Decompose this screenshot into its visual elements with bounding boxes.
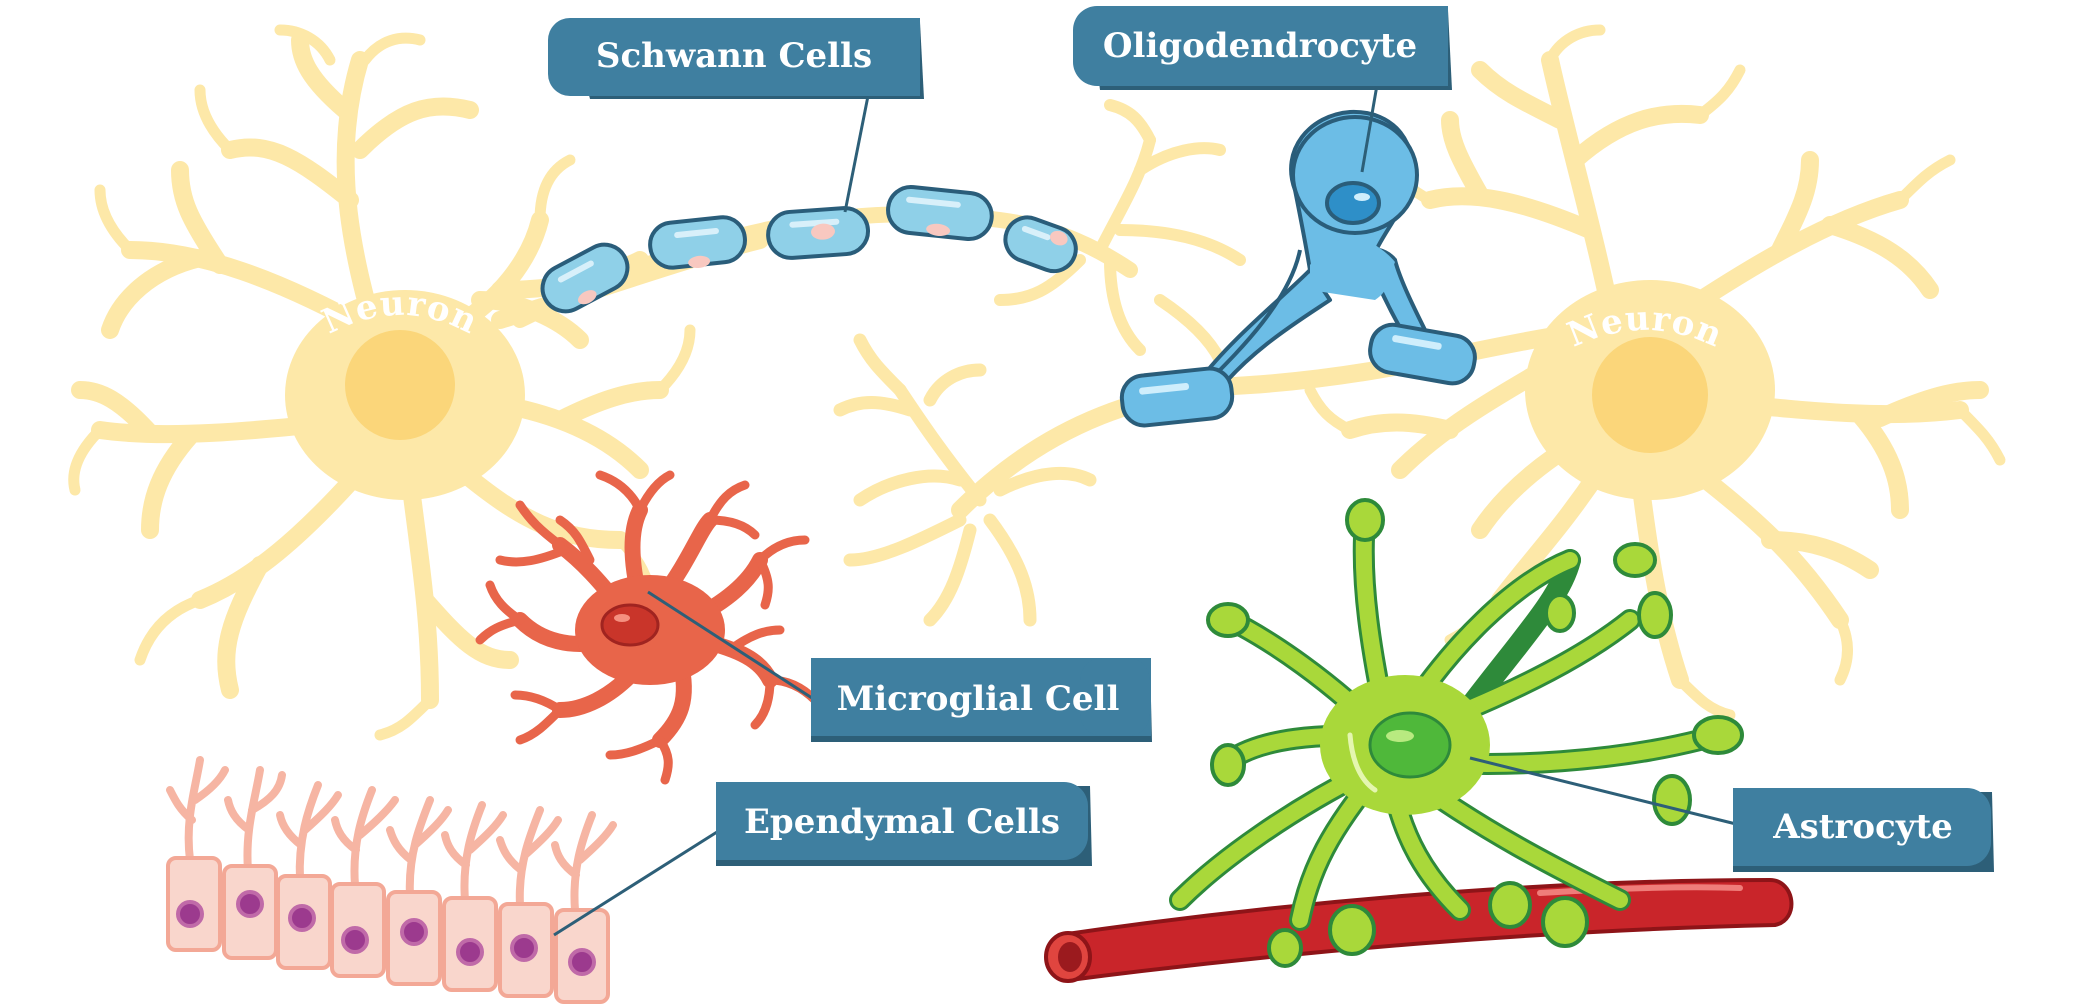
dendrite-cluster-top — [994, 99, 1246, 366]
blood-vessel — [1044, 877, 1794, 983]
svg-text:Ependymal Cells: Ependymal Cells — [744, 802, 1060, 842]
schwann-cells — [540, 184, 1078, 314]
label-ependymal-cells: Ependymal Cells — [716, 782, 1092, 866]
axon-lower — [951, 321, 1609, 519]
oligodendrocyte-cell — [1119, 109, 1477, 428]
ependymal-leader — [553, 830, 718, 937]
svg-text:Microglial Cell: Microglial Cell — [837, 679, 1120, 719]
label-oligodendrocyte: Oligodendrocyte — [1073, 6, 1452, 90]
label-schwann-cells: Schwann Cells — [548, 18, 924, 99]
astrocyte-cell — [1169, 498, 1744, 968]
label-microglial-cell: Microglial Cell — [811, 658, 1152, 742]
dendrite-cluster-bottom — [833, 333, 1097, 627]
oligodendrocyte-leader — [1360, 84, 1379, 173]
svg-text:Oligodendrocyte: Oligodendrocyte — [1103, 26, 1417, 66]
microglial-cell — [475, 470, 820, 785]
svg-text:Schwann Cells: Schwann Cells — [596, 36, 872, 76]
neuron-left-nucleus — [345, 330, 455, 440]
svg-text:Astrocyte: Astrocyte — [1772, 807, 1953, 847]
astrocyte-leader — [1469, 756, 1741, 827]
ependymal-cells — [166, 756, 617, 1004]
neuron-right-nucleus — [1592, 337, 1708, 453]
schwann-leader — [843, 95, 870, 213]
leader-lines — [553, 84, 1741, 937]
neuron-right — [1304, 24, 2006, 721]
label-astrocyte: Astrocyte — [1733, 788, 1994, 872]
microglial-leader — [647, 590, 813, 700]
